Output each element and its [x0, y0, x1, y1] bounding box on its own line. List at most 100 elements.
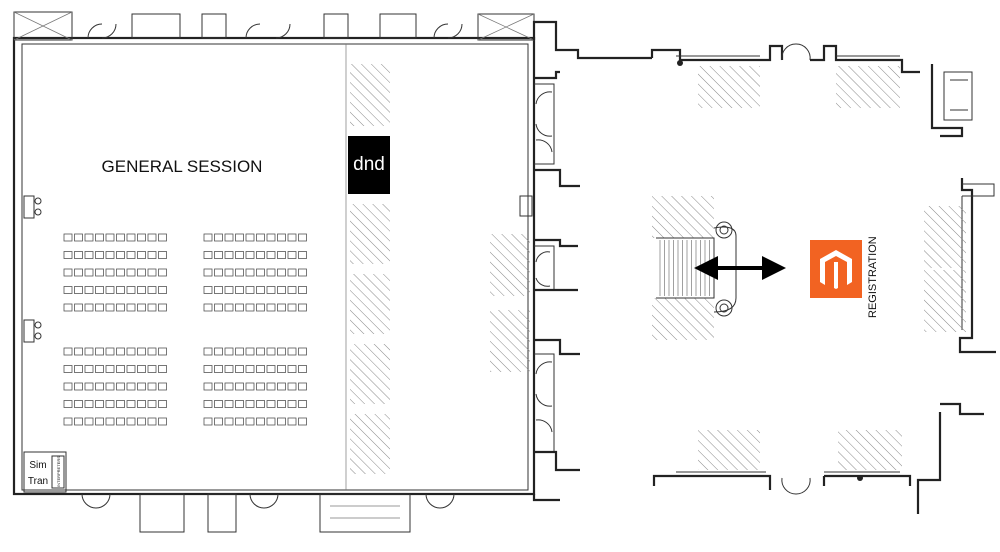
chair [277, 268, 286, 277]
chair [147, 365, 157, 373]
chair [116, 286, 125, 294]
chair [63, 417, 73, 426]
chair [245, 400, 255, 408]
chair [256, 347, 265, 356]
chair [235, 268, 244, 277]
chair [298, 365, 307, 373]
seating-area [63, 233, 307, 426]
general-session-room [12, 11, 555, 533]
hatched-area [350, 204, 390, 264]
registration-label: REGISTRATION [867, 236, 879, 318]
chair [74, 268, 83, 277]
chair [298, 233, 307, 242]
chair [224, 233, 234, 242]
chair [298, 400, 307, 408]
chair [84, 286, 94, 294]
chair [214, 303, 223, 312]
chair [214, 417, 223, 426]
chair [84, 417, 94, 426]
chair [224, 286, 234, 294]
chair [95, 347, 104, 356]
chair [158, 303, 167, 312]
chair [74, 382, 83, 391]
hatched-area [836, 66, 900, 108]
chair [203, 347, 213, 356]
chair [84, 268, 94, 277]
chair [224, 303, 234, 312]
chair [63, 382, 73, 391]
chair [137, 268, 146, 277]
hatched-area [698, 66, 760, 108]
chair [116, 382, 125, 391]
chair [298, 347, 307, 356]
chair [95, 303, 104, 312]
hatched-area [838, 430, 902, 470]
chair [214, 286, 223, 294]
chair [147, 382, 157, 391]
chair [287, 251, 297, 259]
chair [298, 268, 307, 277]
chair [158, 347, 167, 356]
chair [126, 251, 136, 259]
hatched-area [490, 234, 530, 296]
chair [298, 417, 307, 426]
chair [224, 382, 234, 391]
chair [256, 286, 265, 294]
chair [158, 382, 167, 391]
chair [266, 400, 276, 408]
chair [245, 347, 255, 356]
chair [266, 347, 276, 356]
chair [224, 251, 234, 259]
chair [224, 365, 234, 373]
chair [256, 233, 265, 242]
chair [95, 400, 104, 408]
chair [105, 268, 115, 277]
chair [84, 365, 94, 373]
chair [287, 365, 297, 373]
interpreters-text: INTERPRETERS [56, 456, 61, 487]
chair [235, 400, 244, 408]
chair [203, 303, 213, 312]
chair [74, 347, 83, 356]
chair [158, 400, 167, 408]
chair [277, 417, 286, 426]
chair [256, 365, 265, 373]
chair [266, 417, 276, 426]
chair [203, 251, 213, 259]
hatched-area [350, 64, 390, 126]
chair [147, 417, 157, 426]
chair [287, 400, 297, 408]
chair [147, 251, 157, 259]
chair [245, 303, 255, 312]
chair [245, 365, 255, 373]
dnd-logo: dnd [348, 136, 390, 194]
chair [245, 233, 255, 242]
chair [63, 400, 73, 408]
chair [105, 286, 115, 294]
chair [105, 347, 115, 356]
chair [74, 251, 83, 259]
dnd-logo-text: dnd [353, 154, 385, 175]
chair [266, 365, 276, 373]
chair [277, 365, 286, 373]
chair [214, 365, 223, 373]
chair [126, 400, 136, 408]
hatched-area [350, 414, 390, 474]
sim-tran-line1: Sim [29, 460, 46, 471]
chair [105, 233, 115, 242]
sim-tran-booth: Sim Tran INTERPRETERS [23, 451, 67, 493]
chair [158, 233, 167, 242]
chair [147, 286, 157, 294]
chair [158, 268, 167, 277]
chair [116, 268, 125, 277]
chair [137, 382, 146, 391]
chair [203, 400, 213, 408]
chair [105, 303, 115, 312]
chair [126, 417, 136, 426]
room-name-label: GENERAL SESSION [102, 157, 263, 176]
chair [235, 417, 244, 426]
chair [147, 268, 157, 277]
chair [63, 268, 73, 277]
chair [235, 347, 244, 356]
